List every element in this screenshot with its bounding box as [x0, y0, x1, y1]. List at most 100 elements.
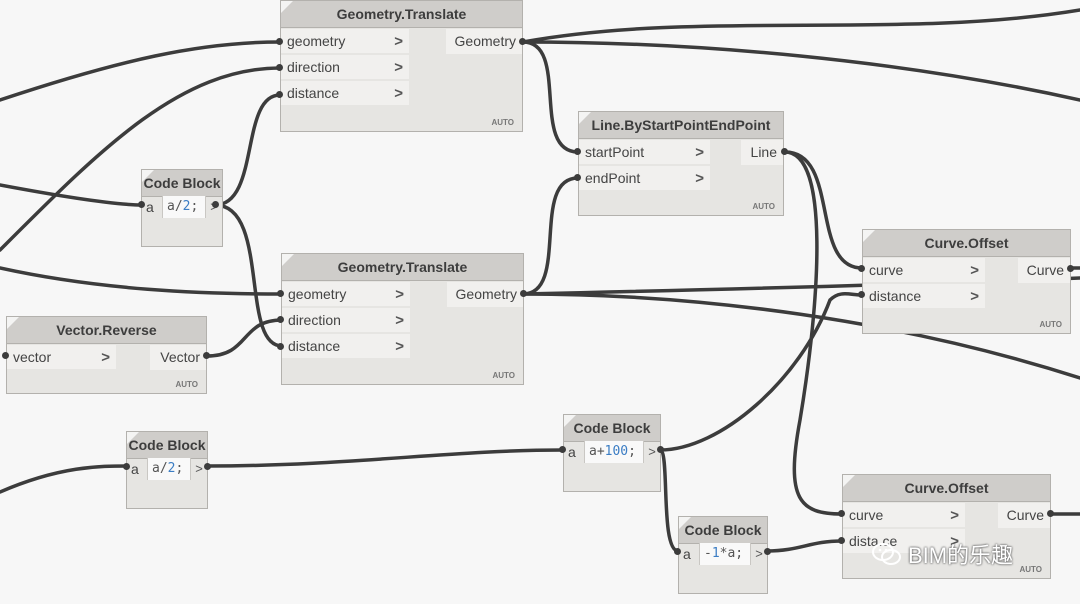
code-row: a -1*a; >: [679, 543, 767, 565]
node-code-block-2[interactable]: Code Block a a/2; >: [126, 431, 208, 509]
port-dot: [781, 148, 788, 155]
chevron-right-icon: >: [695, 170, 704, 187]
output-port-vector[interactable]: Vector: [150, 345, 206, 370]
input-port-distance[interactable]: dista.ce>: [843, 529, 965, 554]
node-title: Curve.Offset: [843, 475, 1050, 502]
chevron-right-icon: >: [970, 288, 979, 305]
wire: [0, 40, 282, 102]
wire: [658, 292, 864, 452]
watermark: BIM的乐趣: [872, 538, 1013, 570]
wire: [521, 8, 1080, 44]
lacing-label: AUTO: [1019, 565, 1042, 574]
port-dot: [674, 548, 681, 555]
input-port-distance[interactable]: distance>: [282, 334, 410, 359]
port-dot: [138, 201, 145, 208]
port-dot: [212, 201, 219, 208]
input-port-vector[interactable]: vector>: [7, 345, 116, 370]
port-dot: [519, 38, 526, 45]
wire: [0, 266, 284, 296]
chevron-right-icon: >: [394, 33, 403, 50]
port-dot: [277, 343, 284, 350]
node-title: Vector.Reverse: [7, 317, 206, 344]
code-output-port[interactable]: >: [755, 546, 763, 561]
code-editor[interactable]: -1*a;: [700, 543, 751, 565]
input-port-distance[interactable]: distance>: [281, 81, 409, 106]
chevron-right-icon: >: [394, 59, 403, 76]
code-editor[interactable]: a+100;: [585, 441, 644, 463]
node-curve-offset-2[interactable]: Curve.Offset curve> dista.ce> Curve AUTO: [842, 474, 1051, 579]
code-editor[interactable]: a/2;: [163, 196, 206, 218]
code-editor[interactable]: a/2;: [148, 458, 191, 480]
port-dot: [574, 174, 581, 181]
node-code-block-1[interactable]: Code Block a a/2; >: [141, 169, 223, 247]
node-curve-offset-1[interactable]: Curve.Offset curve> distance> Curve AUTO: [862, 229, 1071, 334]
chevron-right-icon: >: [695, 144, 704, 161]
input-port-geometry[interactable]: geometry>: [282, 282, 410, 307]
port-dot: [204, 463, 211, 470]
port-dot: [277, 290, 284, 297]
port-dot: [838, 510, 845, 517]
code-row: a a+100; >: [564, 441, 660, 463]
wire: [658, 448, 680, 553]
output-port-curve[interactable]: Curve: [1018, 258, 1070, 283]
port-dot: [838, 537, 845, 544]
code-row: a a/2; >: [127, 458, 207, 480]
output-port-line[interactable]: Line: [741, 140, 783, 165]
output-port-geometry[interactable]: Geometry: [446, 29, 522, 54]
code-output-port[interactable]: >: [195, 461, 203, 476]
node-code-block-4[interactable]: Code Block a -1*a; >: [678, 516, 768, 594]
node-title: Code Block: [142, 170, 222, 197]
node-title: Code Block: [679, 517, 767, 544]
port-dot: [1067, 265, 1074, 272]
output-port-curve[interactable]: Curve: [998, 503, 1050, 528]
wire: [765, 539, 844, 553]
lacing-label: AUTO: [491, 118, 514, 127]
wire: [0, 183, 144, 207]
port-dot: [858, 265, 865, 272]
input-port-direction[interactable]: direction>: [282, 308, 410, 333]
input-port-endpoint[interactable]: endPoint>: [579, 166, 710, 191]
lacing-label: AUTO: [1039, 320, 1062, 329]
chevron-right-icon: >: [395, 286, 404, 303]
wechat-icon: [872, 543, 901, 565]
port-dot: [1047, 510, 1054, 517]
chevron-right-icon: >: [101, 349, 110, 366]
input-port-curve[interactable]: curve>: [843, 503, 965, 528]
input-port-geometry[interactable]: geometry>: [281, 29, 409, 54]
code-input-variable[interactable]: a: [564, 441, 585, 463]
lacing-label: AUTO: [175, 380, 198, 389]
node-geometry-translate-2[interactable]: Geometry.Translate geometry> direction> …: [281, 253, 524, 385]
port-dot: [2, 352, 9, 359]
port-dot: [520, 290, 527, 297]
node-line-by-start-point-end-point[interactable]: Line.ByStartPointEndPoint startPoint> en…: [578, 111, 784, 216]
code-output-port[interactable]: >: [648, 444, 656, 459]
wire: [205, 318, 284, 358]
wire: [213, 93, 282, 207]
input-port-distance[interactable]: distance>: [863, 284, 985, 309]
wire: [206, 448, 565, 468]
output-port-geometry[interactable]: Geometry: [447, 282, 523, 307]
node-title: Code Block: [127, 432, 207, 459]
input-port-curve[interactable]: curve>: [863, 258, 985, 283]
code-input-variable[interactable]: a: [127, 458, 148, 480]
port-dot: [559, 446, 566, 453]
node-code-block-3[interactable]: Code Block a a+100; >: [563, 414, 661, 492]
chevron-right-icon: >: [950, 507, 959, 524]
code-input-variable[interactable]: a: [142, 196, 163, 218]
wire: [213, 203, 284, 348]
node-title: Geometry.Translate: [282, 254, 523, 281]
wire: [783, 150, 864, 270]
node-vector-reverse[interactable]: Vector.Reverse vector> Vector AUTO: [6, 316, 207, 394]
port-dot: [858, 291, 865, 298]
node-geometry-translate-1[interactable]: Geometry.Translate geometry> direction> …: [280, 0, 523, 132]
node-title: Curve.Offset: [863, 230, 1070, 257]
chevron-right-icon: >: [950, 533, 959, 550]
wire: [521, 292, 1080, 380]
node-title: Code Block: [564, 415, 660, 442]
input-port-direction[interactable]: direction>: [281, 55, 409, 80]
wire: [783, 150, 844, 516]
input-port-startpoint[interactable]: startPoint>: [579, 140, 710, 165]
code-input-variable[interactable]: a: [679, 543, 700, 565]
